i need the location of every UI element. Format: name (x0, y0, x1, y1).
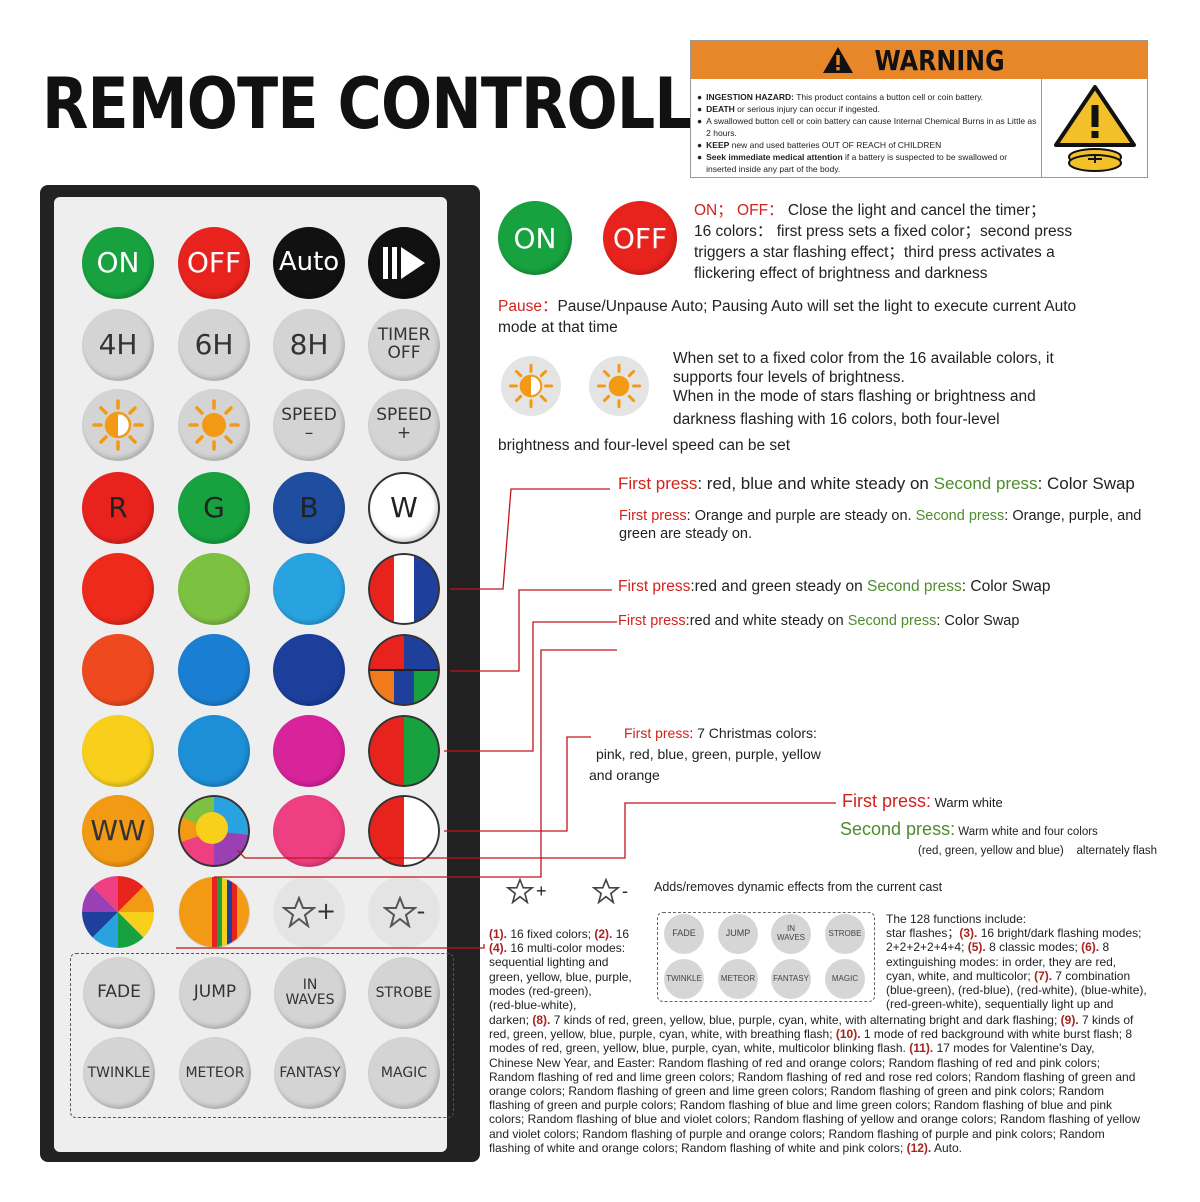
battery-hazard-icon (1041, 79, 1148, 177)
star-outline-icon (281, 896, 316, 928)
warning-text: ●INGESTION HAZARD: This product contains… (691, 79, 1039, 177)
warm-white-description: First press: Warm white (842, 791, 1003, 811)
color-button[interactable] (273, 795, 345, 867)
color-button[interactable] (273, 634, 345, 706)
strobe-button[interactable]: STROBE (368, 957, 440, 1029)
legend-magic: MAGIC (825, 959, 865, 999)
timer-4h-button[interactable]: 4H (82, 309, 154, 381)
legend-jump: JUMP (718, 914, 758, 954)
functions-left-block: (1). 16 fixed colors; (2). 16 (4). 16 mu… (489, 927, 632, 1013)
pause-description: Pause：Pause/Unpause Auto; Pausing Auto w… (498, 298, 1077, 336)
onoff-description: ON； OFF： Close the light and cancel the … (694, 202, 1073, 282)
color-wheel-icon (82, 876, 154, 948)
legend-fantasy: FANTASY (771, 959, 811, 999)
legend-star-minus: - (592, 878, 628, 904)
twinkle-button[interactable]: TWINKLE (83, 1037, 155, 1109)
color-button[interactable] (82, 634, 154, 706)
legend-effects-group (657, 912, 875, 1002)
meteor-button[interactable]: METEOR (179, 1037, 251, 1109)
auto-button[interactable]: Auto (273, 227, 345, 299)
warning-line: ●A swallowed button cell or coin battery… (697, 116, 1037, 138)
color-button[interactable] (82, 553, 154, 625)
page-title: REMOTE CONTROLLER (42, 63, 778, 145)
stars-description: Adds/removes dynamic effects from the cu… (654, 880, 943, 894)
effects-group (70, 953, 454, 1118)
on-button[interactable]: ON (82, 227, 154, 299)
red-button[interactable]: R (82, 472, 154, 544)
star-minus-button[interactable]: - (368, 876, 440, 948)
legend-brightness-down-icon (501, 356, 561, 416)
in-waves-button[interactable]: IN WAVES (274, 957, 346, 1029)
warning-title: WARNING (874, 43, 1006, 77)
white-button[interactable]: W (368, 472, 440, 544)
star-outline-icon (506, 878, 534, 904)
color-button[interactable] (178, 634, 250, 706)
timer-8h-button[interactable]: 8H (273, 309, 345, 381)
warm-white-colors: (red, green, yellow and blue) alternatel… (918, 845, 1158, 857)
functions-bottom-block: darken; (8). 7 kinds of red, green, yell… (489, 1013, 1141, 1155)
functions-right-block: The 128 functions include: star flashes；… (886, 912, 1147, 1012)
brightness-down-button[interactable] (82, 389, 154, 461)
red-white-description: First press:red and white steady on Seco… (618, 613, 1020, 629)
timer-6h-button[interactable]: 6H (178, 309, 250, 381)
legend-off-icon: OFF (603, 201, 677, 275)
legend-brightness-up-icon (589, 356, 649, 416)
off-button[interactable]: OFF (178, 227, 250, 299)
red-green-description: First press:red and green steady on Seco… (618, 578, 1051, 595)
warning-header: WARNING (691, 41, 1147, 79)
warning-triangle-icon (823, 47, 854, 73)
timer-off-button[interactable]: TIMER OFF (368, 309, 440, 381)
brightness-description-end: brightness and four-level speed can be s… (498, 437, 791, 454)
star-outline-icon (592, 878, 620, 904)
color-button[interactable] (82, 715, 154, 787)
speed-down-button[interactable]: SPEED – (273, 389, 345, 461)
legend-twinkle: TWINKLE (664, 959, 704, 999)
legend-strobe: STROBE (825, 914, 865, 954)
warning-line: ●KEEP new and used batteries OUT OF REAC… (697, 140, 942, 150)
warning-line: ●INGESTION HAZARD: This product contains… (697, 92, 984, 102)
multi-color-modes-button[interactable] (82, 876, 154, 948)
legend-fade: FADE (664, 914, 704, 954)
color-button[interactable] (273, 553, 345, 625)
brightness-description: When set to a fixed color from the 16 av… (673, 350, 1054, 428)
stripes-button[interactable] (178, 876, 250, 948)
legend-meteor: METEOR (718, 959, 758, 999)
jump-button[interactable]: JUMP (179, 957, 251, 1029)
warm-white-second: Second press: Warm white and four colors (840, 819, 1098, 839)
brightness-up-icon (188, 399, 240, 451)
orange-purple-description: First press: Orange and purple are stead… (619, 508, 1142, 542)
fantasy-button[interactable]: FANTASY (274, 1037, 346, 1109)
star-outline-icon (382, 896, 417, 928)
star-plus-button[interactable]: + (273, 876, 345, 948)
red-blue-white-description: First press: red, blue and white steady … (618, 474, 1135, 493)
legend-in-waves: IN WAVES (771, 914, 811, 954)
warm-white-button[interactable]: WW (82, 795, 154, 867)
brightness-down-icon (92, 399, 144, 451)
green-button[interactable]: G (178, 472, 250, 544)
blue-button[interactable]: B (273, 472, 345, 544)
legend-star-plus: + (506, 878, 547, 904)
warning-line: ●Seek immediate medical attention if a b… (697, 152, 1008, 174)
color-button[interactable] (178, 715, 250, 787)
warning-line: ●DEATH or serious injury can occur if in… (697, 104, 880, 114)
speed-up-button[interactable]: SPEED + (368, 389, 440, 461)
color-button[interactable] (178, 553, 250, 625)
warning-label: WARNING ●INGESTION HAZARD: This product … (690, 40, 1148, 178)
christmas-description: First press: 7 Christmas colors: pink, r… (589, 725, 821, 783)
brightness-up-button[interactable] (178, 389, 250, 461)
fade-button[interactable]: FADE (83, 957, 155, 1029)
color-button[interactable] (273, 715, 345, 787)
magic-button[interactable]: MAGIC (368, 1037, 440, 1109)
play-pause-icon (383, 247, 425, 279)
play-pause-button[interactable] (368, 227, 440, 299)
legend-on-icon: ON (498, 201, 572, 275)
stripes-icon (179, 877, 249, 947)
